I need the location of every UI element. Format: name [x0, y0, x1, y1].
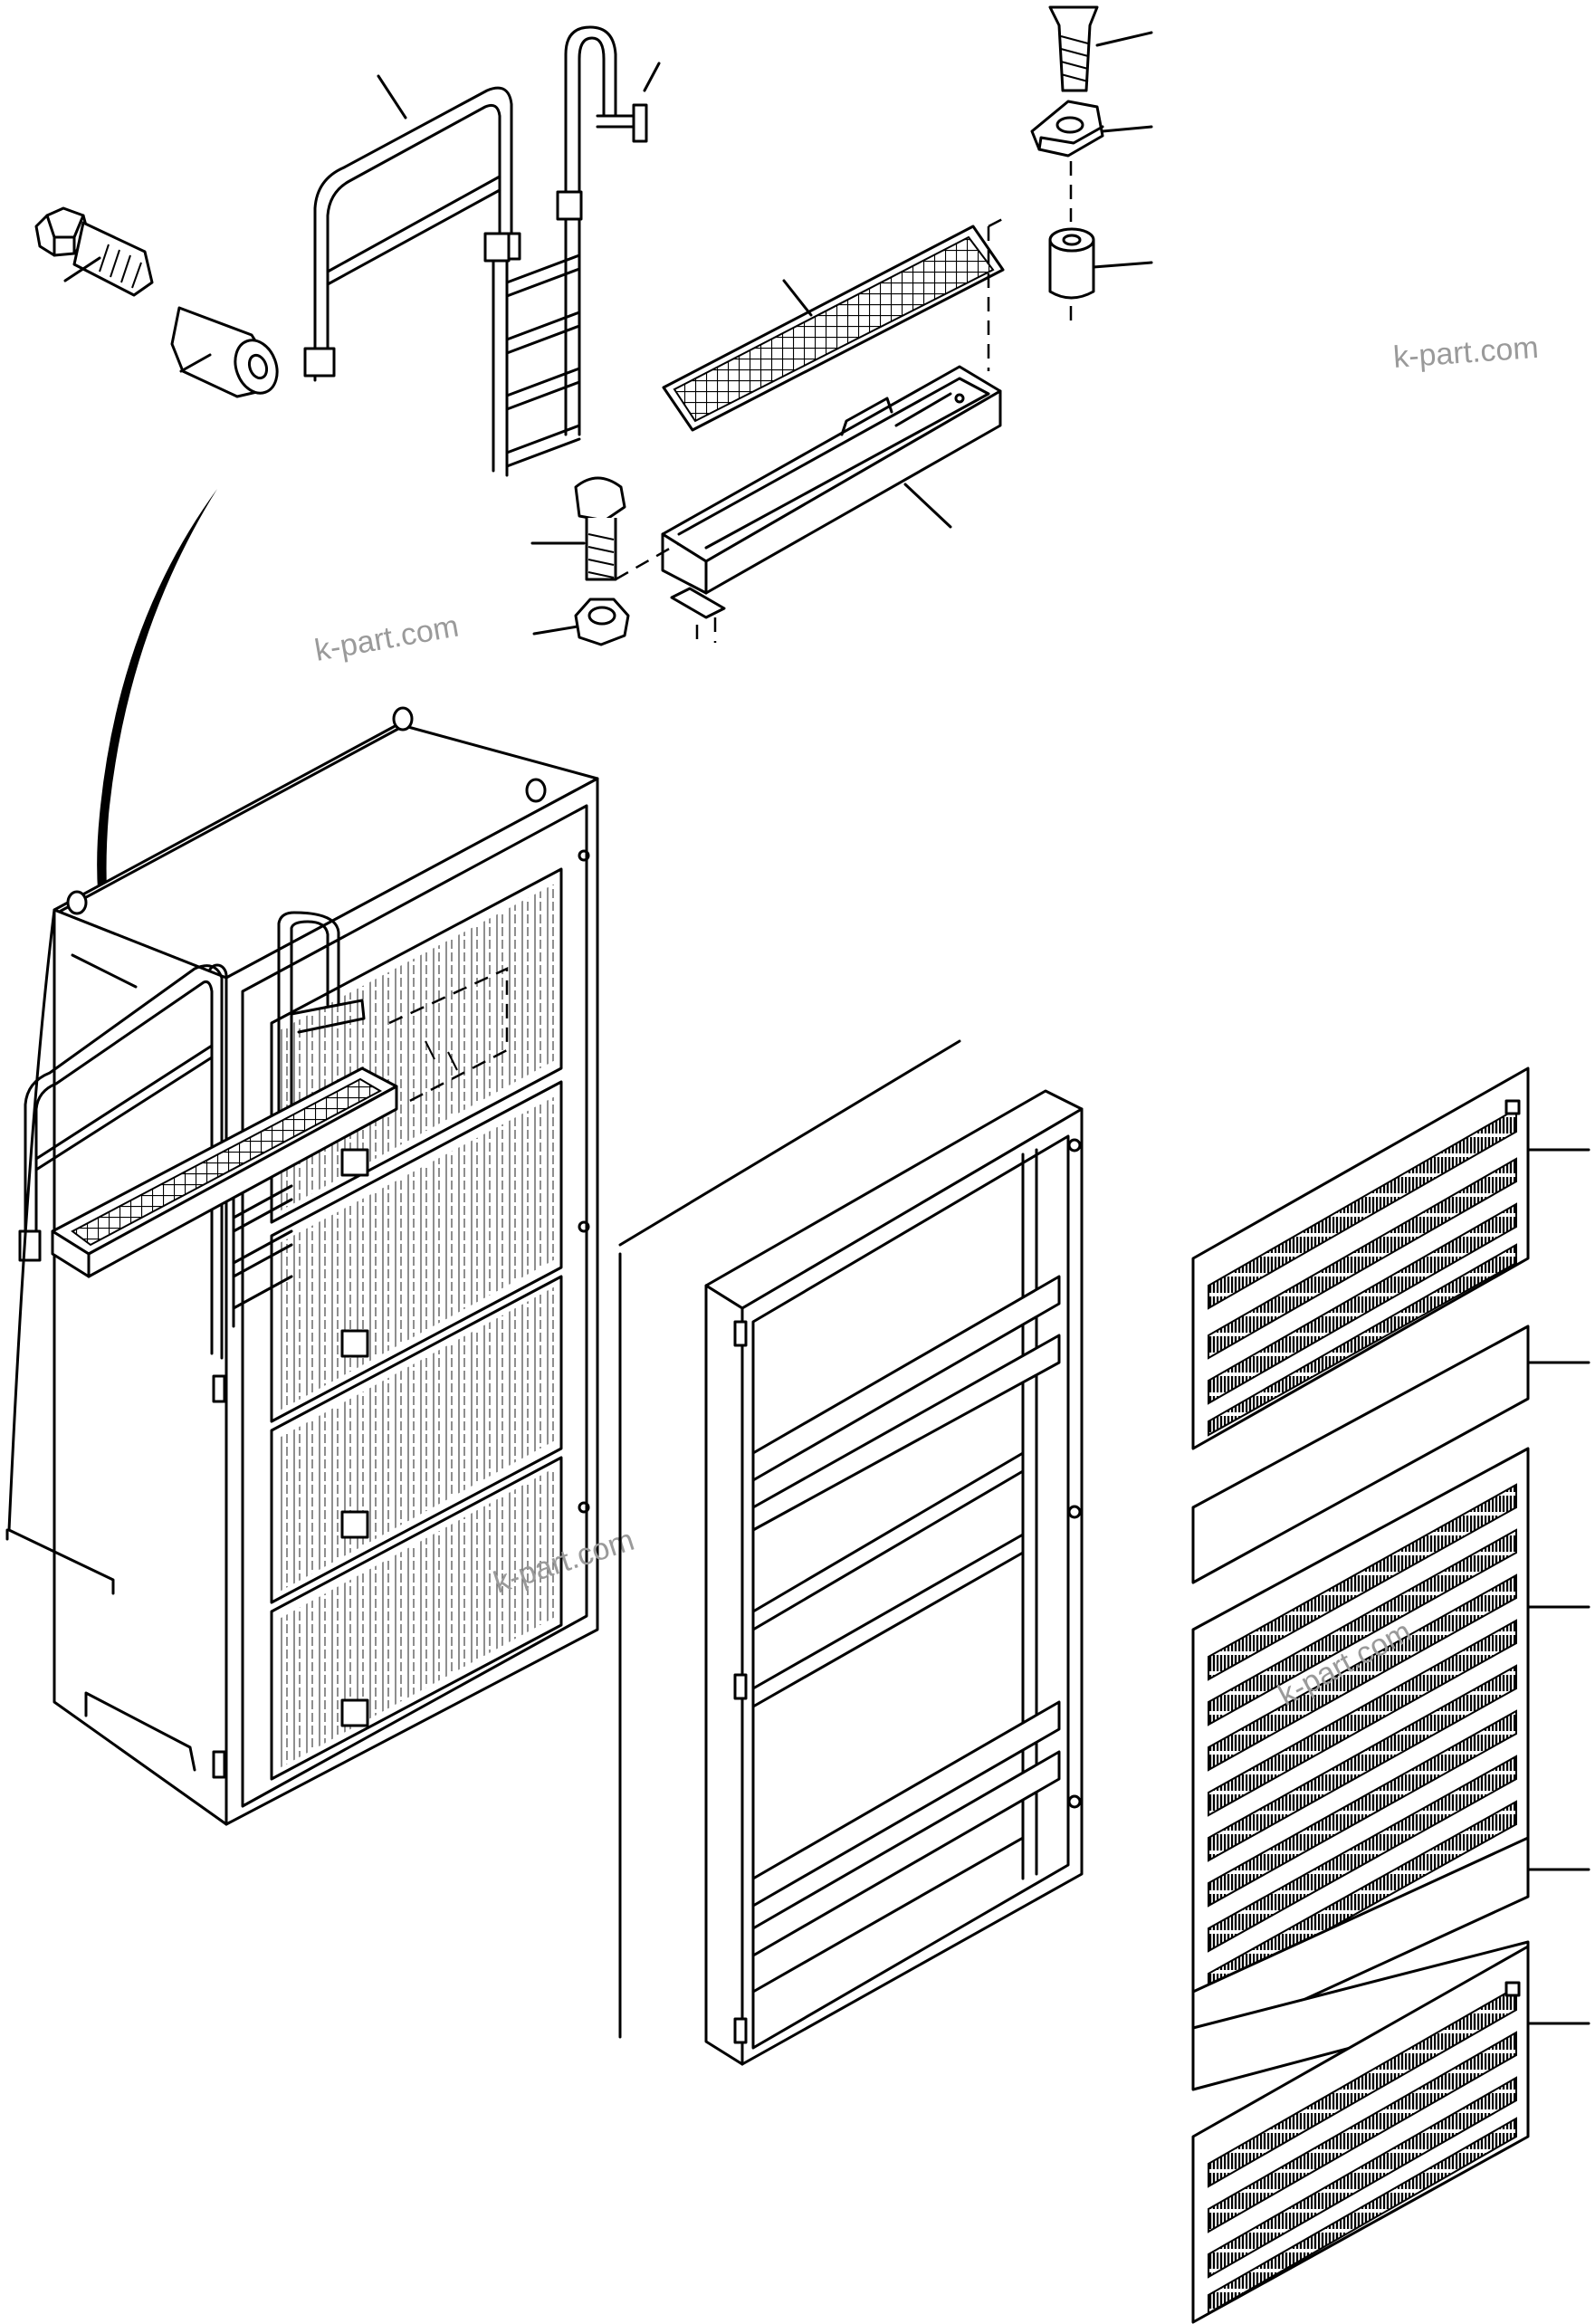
watermark: k-part.com — [1392, 330, 1540, 375]
clamp-washer — [1030, 100, 1153, 158]
handrail — [303, 74, 521, 382]
watermark: k-part.com — [312, 609, 462, 668]
seal-strip — [618, 1039, 961, 2039]
radiator-cabinet — [5, 706, 599, 1826]
grille-panel-lower — [1191, 1945, 1530, 2324]
ladder — [483, 25, 661, 477]
door-frame — [704, 1089, 1084, 2066]
grille-panel-middle — [1191, 1447, 1590, 2043]
bolt-and-nut — [530, 476, 726, 646]
step-tray — [661, 214, 1010, 595]
countersunk-screw — [1048, 5, 1153, 92]
spacer-sleeve — [170, 306, 279, 398]
step-grating — [662, 225, 1005, 432]
spacer-collar — [1048, 161, 1153, 326]
blank-plate-1 — [1191, 1325, 1590, 1584]
hex-bolt — [34, 206, 154, 297]
grille-panel-upper — [1191, 1066, 1590, 1450]
